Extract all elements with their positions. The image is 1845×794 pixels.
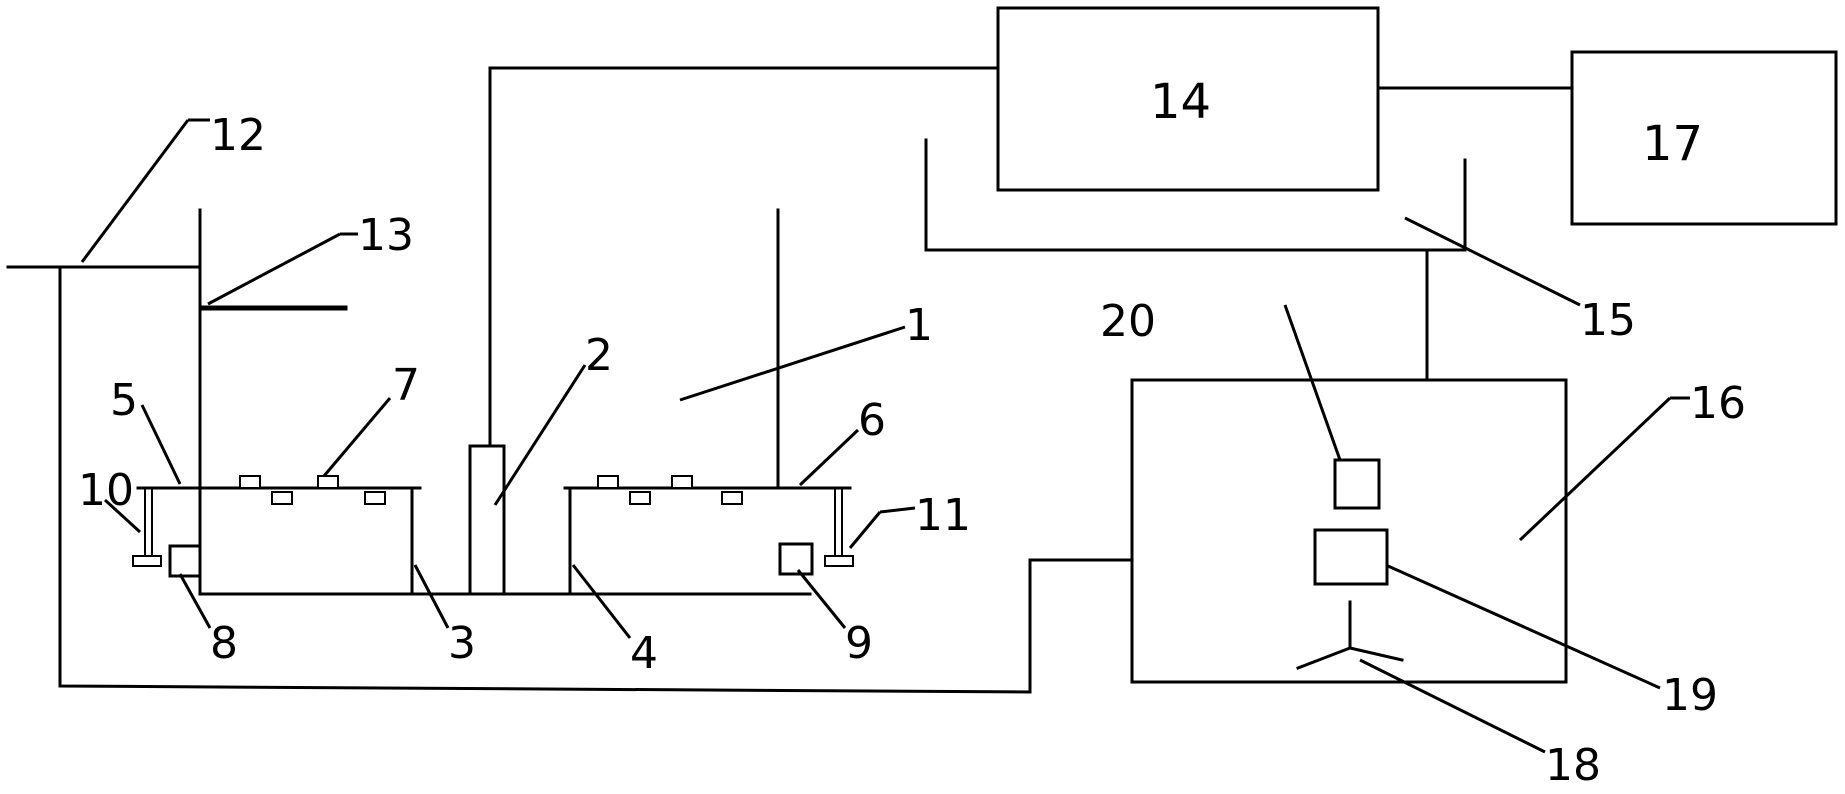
block-9 — [778, 542, 814, 576]
box-14 — [996, 6, 1380, 192]
box-19 — [1313, 528, 1389, 586]
label-4: 4 — [630, 628, 658, 679]
probe-2 — [468, 444, 506, 596]
label-13: 13 — [358, 210, 414, 261]
shelf-blocks — [239, 475, 743, 505]
box-20 — [1333, 458, 1381, 510]
label-12: 12 — [210, 110, 266, 161]
foot-11 — [824, 555, 854, 567]
label-9: 9 — [845, 618, 873, 669]
block-8 — [168, 544, 202, 578]
label-11: 11 — [915, 490, 971, 541]
label-15: 15 — [1580, 295, 1636, 346]
outer-frame-line — [6, 265, 1312, 694]
label-1: 1 — [905, 300, 933, 351]
label-19: 19 — [1662, 670, 1718, 721]
label-3: 3 — [448, 618, 476, 669]
label-14: 14 — [1150, 74, 1211, 130]
label-5: 5 — [110, 375, 138, 426]
label-8: 8 — [210, 618, 238, 669]
label-16: 16 — [1690, 378, 1746, 429]
foot-10 — [132, 555, 162, 567]
label-18: 18 — [1545, 740, 1601, 791]
leader-lines — [80, 118, 1690, 754]
label-6: 6 — [858, 395, 886, 446]
box-17 — [1570, 50, 1838, 226]
label-17: 17 — [1642, 116, 1703, 172]
label-20: 20 — [1100, 296, 1156, 347]
label-10: 10 — [78, 465, 134, 516]
label-2: 2 — [585, 330, 613, 381]
tripod-18 — [1296, 600, 1404, 670]
bracket-15 — [924, 138, 1467, 382]
label-7: 7 — [392, 360, 420, 411]
